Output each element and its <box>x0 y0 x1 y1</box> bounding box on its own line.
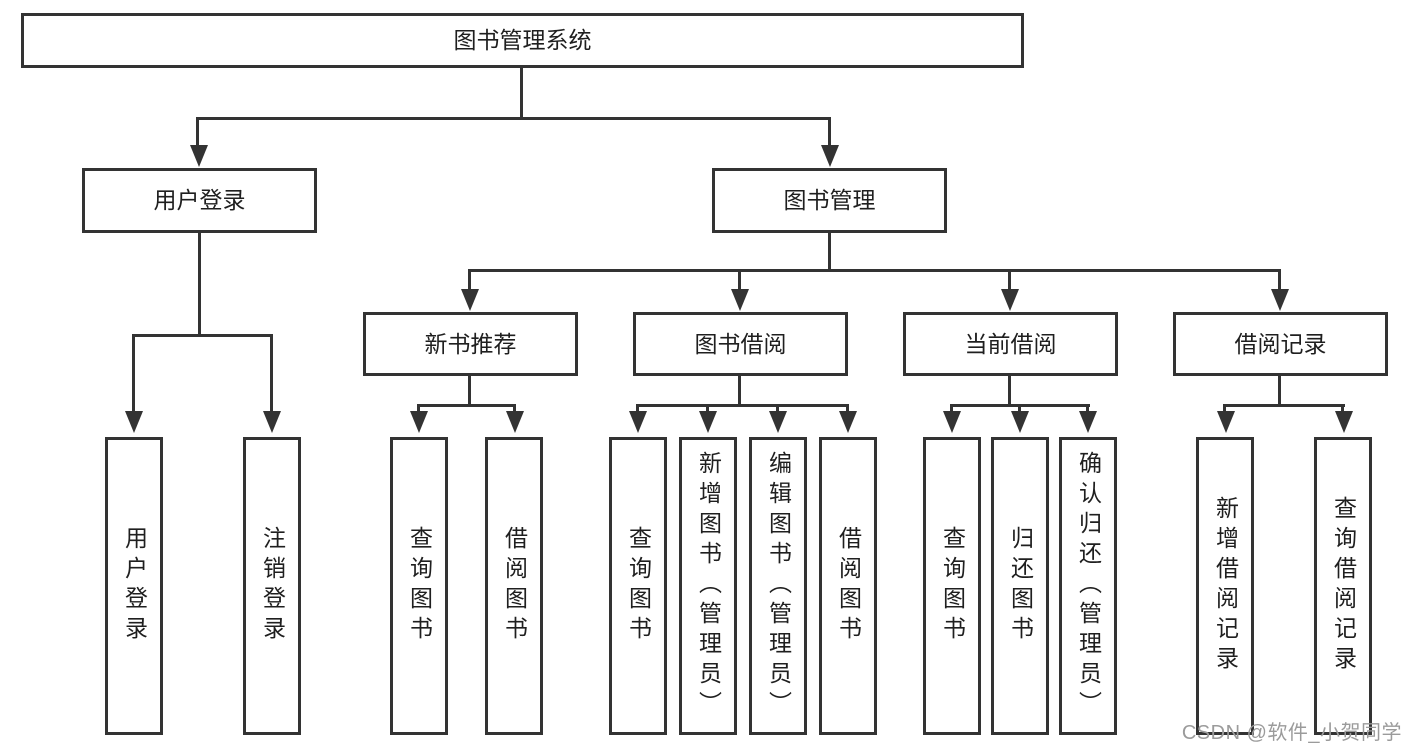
leaf-borrow-book: 借阅图书 <box>819 437 877 735</box>
node-book-management-label: 图书管理 <box>783 187 876 213</box>
leaf-current-query-label: 查询图书 <box>939 526 966 646</box>
node-book-management: 图书管理 <box>712 168 947 233</box>
leaf-borrow-add-book-label: 新增图书（管理员） <box>695 451 722 721</box>
connector-new-book-rail <box>417 404 516 407</box>
connector-user-login-stem <box>198 233 201 336</box>
leaf-add-borrow-record: 新增借阅记录 <box>1196 437 1254 735</box>
connector-borrow-record-stem <box>1278 376 1281 406</box>
node-library-system: 图书管理系统 <box>21 13 1024 68</box>
connector-current-borrow-stem <box>1008 376 1011 406</box>
connector-to-leaf-logout <box>270 334 273 412</box>
arrowhead-down-icon <box>190 145 208 167</box>
connector-level1-rail <box>196 117 831 120</box>
arrowhead-down-icon <box>461 289 479 311</box>
node-user-login-label: 用户登录 <box>153 187 246 213</box>
watermark: CSDN @软件_小贺同学 <box>1181 722 1402 744</box>
leaf-logout: 注销登录 <box>243 437 301 735</box>
leaf-query-borrow-record: 查询借阅记录 <box>1314 437 1372 735</box>
node-library-system-label: 图书管理系统 <box>453 27 592 53</box>
arrowhead-down-icon <box>125 411 143 433</box>
connector-leaf-drop <box>513 404 516 414</box>
leaf-user-login: 用户登录 <box>105 437 163 735</box>
leaf-return-book-label: 归还图书 <box>1007 526 1034 646</box>
node-book-borrow-label: 图书借阅 <box>694 330 787 357</box>
connector-to-current-borrow <box>1008 269 1011 291</box>
connector-to-new-book <box>468 269 471 291</box>
node-new-book-recommend: 新书推荐 <box>363 312 578 376</box>
leaf-newbook-query: 查询图书 <box>390 437 448 735</box>
connector-leaf-drop <box>1223 404 1226 414</box>
leaf-borrow-query-label: 查询图书 <box>625 526 652 646</box>
connector-user-login-rail <box>132 334 273 337</box>
connector-leaf-drop <box>776 404 779 414</box>
arrowhead-down-icon <box>821 145 839 167</box>
connector-to-borrow-record <box>1278 269 1281 291</box>
leaf-borrow-book-label: 借阅图书 <box>835 526 862 646</box>
arrowhead-down-icon <box>1335 411 1353 433</box>
arrowhead-down-icon <box>769 411 787 433</box>
leaf-logout-label: 注销登录 <box>259 526 286 646</box>
node-borrow-record-label: 借阅记录 <box>1234 330 1327 357</box>
leaf-newbook-borrow: 借阅图书 <box>485 437 543 735</box>
connector-book-management-stem <box>828 233 831 271</box>
connector-to-leaf-login <box>132 334 135 412</box>
connector-borrow-record-rail <box>1223 404 1345 407</box>
connector-to-user-login <box>196 117 199 148</box>
connector-leaf-drop <box>1086 404 1089 414</box>
connector-root-stem <box>520 68 523 120</box>
node-borrow-record: 借阅记录 <box>1173 312 1388 376</box>
node-current-borrow-label: 当前借阅 <box>964 330 1057 357</box>
leaf-query-borrow-record-label: 查询借阅记录 <box>1330 496 1357 676</box>
node-current-borrow: 当前借阅 <box>903 312 1118 376</box>
leaf-return-book: 归还图书 <box>991 437 1049 735</box>
connector-leaf-drop <box>1018 404 1021 414</box>
leaf-add-borrow-record-label: 新增借阅记录 <box>1212 496 1239 676</box>
leaf-confirm-return: 确认归还（管理员） <box>1059 437 1117 735</box>
arrowhead-down-icon <box>410 411 428 433</box>
connector-leaf-drop <box>950 404 953 414</box>
leaf-borrow-edit-book-label: 编辑图书（管理员） <box>765 451 792 721</box>
arrowhead-down-icon <box>629 411 647 433</box>
arrowhead-down-icon <box>839 411 857 433</box>
node-new-book-recommend-label: 新书推荐 <box>424 330 517 357</box>
arrowhead-down-icon <box>506 411 524 433</box>
arrowhead-down-icon <box>1271 289 1289 311</box>
leaf-newbook-query-label: 查询图书 <box>406 526 433 646</box>
arrowhead-down-icon <box>699 411 717 433</box>
connector-book-borrow-rail <box>636 404 849 407</box>
connector-to-book-borrow <box>738 269 741 291</box>
arrowhead-down-icon <box>1079 411 1097 433</box>
leaf-newbook-borrow-label: 借阅图书 <box>501 526 528 646</box>
leaf-borrow-add-book: 新增图书（管理员） <box>679 437 737 735</box>
leaf-borrow-query: 查询图书 <box>609 437 667 735</box>
leaf-current-query: 查询图书 <box>923 437 981 735</box>
connector-new-book-stem <box>468 376 471 406</box>
leaf-borrow-edit-book: 编辑图书（管理员） <box>749 437 807 735</box>
connector-to-book-management <box>828 117 831 148</box>
connector-leaf-drop <box>636 404 639 414</box>
leaf-user-login-label: 用户登录 <box>121 526 148 646</box>
arrowhead-down-icon <box>1001 289 1019 311</box>
connector-level2-rail <box>468 269 1281 272</box>
leaf-confirm-return-label: 确认归还（管理员） <box>1075 451 1102 721</box>
connector-book-borrow-stem <box>738 376 741 406</box>
arrowhead-down-icon <box>1217 411 1235 433</box>
arrowhead-down-icon <box>1011 411 1029 433</box>
connector-leaf-drop <box>706 404 709 414</box>
connector-leaf-drop <box>1341 404 1344 414</box>
connector-leaf-drop <box>846 404 849 414</box>
arrowhead-down-icon <box>263 411 281 433</box>
node-user-login: 用户登录 <box>82 168 317 233</box>
arrowhead-down-icon <box>943 411 961 433</box>
arrowhead-down-icon <box>731 289 749 311</box>
connector-leaf-drop <box>417 404 420 414</box>
node-book-borrow: 图书借阅 <box>633 312 848 376</box>
